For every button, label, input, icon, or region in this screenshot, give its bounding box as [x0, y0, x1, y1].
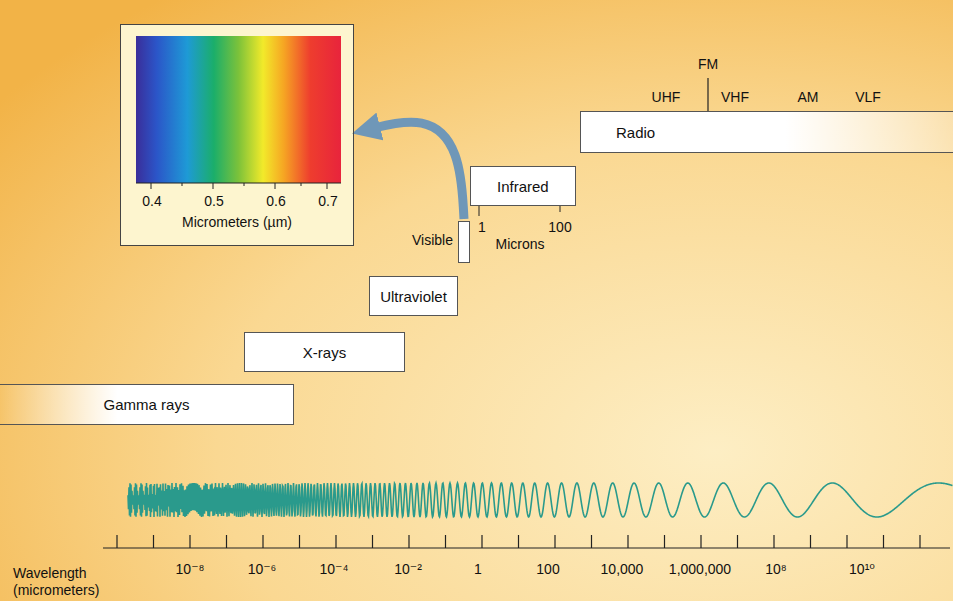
- band-label: X-rays: [303, 344, 346, 361]
- visible-spectrum: [136, 36, 341, 183]
- fm-marker: [707, 78, 708, 111]
- xray-band: X-rays: [244, 332, 405, 372]
- tick-label: 10⁻⁸: [176, 561, 205, 577]
- axis-title: Micrometers (µm): [182, 214, 292, 230]
- band-heading: Visible: [412, 232, 453, 248]
- band-label: Infrared: [497, 178, 549, 195]
- radio-band: Radio: [580, 111, 953, 153]
- radio-band-label: FM: [698, 56, 718, 72]
- inset-ticks: [136, 183, 341, 189]
- tick-label: 1: [474, 561, 482, 577]
- infrared-band: Infrared: [470, 166, 576, 206]
- micron-scale-label: 1: [478, 219, 486, 235]
- tick-label: 100: [536, 561, 559, 577]
- radio-band-label: UHF: [652, 89, 681, 105]
- wavelength-axis: [103, 535, 950, 548]
- tick-label: 1,000,000: [669, 561, 731, 577]
- radio-band-label: VLF: [855, 89, 881, 105]
- band-label: Ultraviolet: [380, 288, 447, 305]
- tick-label: 10⁻⁶: [248, 561, 277, 577]
- band-label: Gamma rays: [104, 396, 190, 413]
- inset-ground: [120, 24, 354, 246]
- radio-band-label: VHF: [721, 89, 749, 105]
- micron-scale-label: Microns: [495, 236, 544, 252]
- tick-label: 10⁸: [765, 561, 786, 577]
- wave: [128, 483, 953, 517]
- micron-scale-label: 100: [548, 219, 571, 235]
- ultraviolet-band: Ultraviolet: [369, 276, 458, 316]
- micron-ticks: [479, 205, 560, 216]
- tick-label: 10¹⁰: [849, 561, 875, 577]
- visible-band: Visible: [458, 221, 470, 263]
- band-label: Radio: [616, 124, 655, 141]
- gamma-band: Gamma rays: [0, 384, 294, 425]
- inset-box: 0.4 0.5 0.6 0.7Micrometers (µm): [120, 24, 354, 246]
- tick-label: 10,000: [601, 561, 644, 577]
- tick-label: 10⁻⁴: [320, 561, 349, 577]
- scale-label: 0.5: [204, 193, 223, 209]
- scale-label: 0.4: [142, 193, 161, 209]
- scale-label: 0.7: [318, 193, 337, 209]
- scale-label: 0.6: [266, 193, 285, 209]
- axis-title: Wavelength (micrometers): [13, 565, 103, 599]
- radio-band-label: AM: [798, 89, 819, 105]
- tick-label: 10⁻²: [394, 561, 422, 577]
- pointer-arrow: [366, 122, 464, 219]
- wave-line: [128, 483, 953, 517]
